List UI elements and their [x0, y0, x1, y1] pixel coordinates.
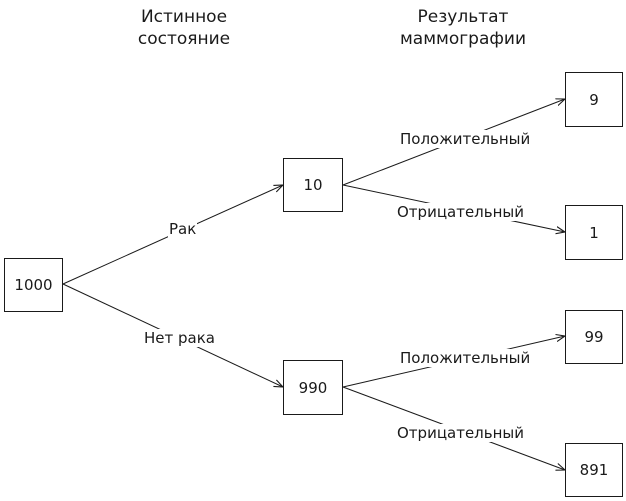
node-cancer-negative: 1 [565, 205, 623, 260]
edge-label-no-cancer: Нет рака [143, 329, 216, 347]
header-true-state-line-1: Истинное [140, 7, 228, 27]
edge-label-no-cancer-negative: Отрицательный [396, 424, 526, 442]
node-no-cancer-negative: 891 [565, 443, 623, 497]
edge-label-cancer-positive: Положительный [399, 130, 532, 148]
node-no-cancer: 990 [283, 360, 343, 415]
node-no-cancer-positive: 99 [565, 310, 623, 364]
header-mammography-result: Результат маммографии [378, 6, 548, 50]
node-cancer: 10 [283, 158, 343, 212]
header-true-state: Истинное состояние [99, 6, 269, 50]
header-mammography-result-line-1: Результат [417, 7, 509, 27]
header-true-state-line-2: состояние [137, 29, 231, 49]
edge-label-cancer: Рак [168, 220, 198, 238]
node-cancer-positive: 9 [565, 72, 623, 127]
edge-label-cancer-negative: Отрицательный [396, 203, 526, 221]
edge-label-no-cancer-positive: Положительный [399, 349, 532, 367]
node-root: 1000 [4, 258, 63, 312]
header-mammography-result-line-2: маммографии [399, 29, 527, 49]
